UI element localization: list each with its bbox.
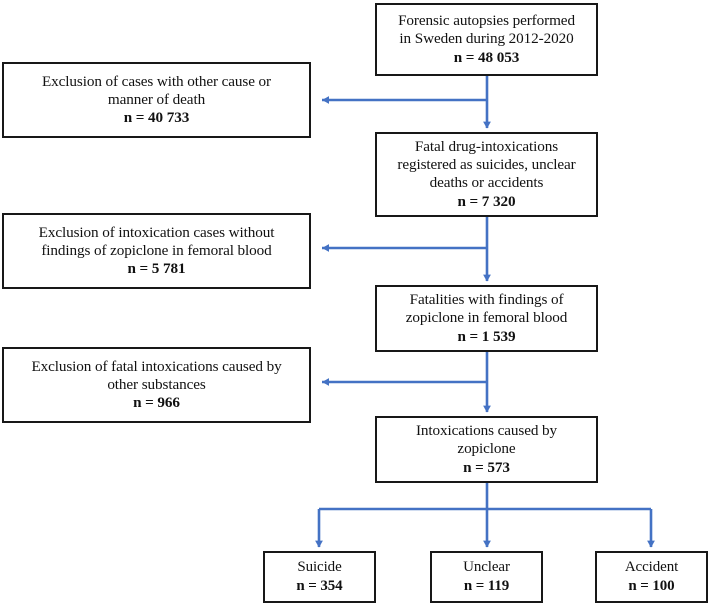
node-autopsies: Forensic autopsies performed in Sweden d… bbox=[375, 3, 598, 76]
node-fatal-drug-intoxications-count: n = 7 320 bbox=[457, 192, 516, 210]
node-suicide-count: n = 354 bbox=[296, 577, 343, 594]
node-accident-count: n = 100 bbox=[628, 577, 675, 594]
node-exclusion-other-substances-count: n = 966 bbox=[133, 394, 180, 412]
node-exclusion-other-substances: Exclusion of fatal intoxications caused … bbox=[2, 347, 311, 423]
node-fatal-drug-intoxications-text: Fatal drug-intoxications registered as s… bbox=[397, 138, 576, 191]
node-zopiclone-intoxications-count: n = 573 bbox=[463, 458, 510, 476]
node-exclusion-no-zopiclone-text: Exclusion of intoxication cases without … bbox=[38, 223, 275, 259]
node-exclusion-other-cause: Exclusion of cases with other cause or m… bbox=[2, 62, 311, 138]
node-unclear-count: n = 119 bbox=[463, 577, 510, 594]
node-zopiclone-findings: Fatalities with findings of zopiclone in… bbox=[375, 285, 598, 352]
node-exclusion-no-zopiclone-count: n = 5 781 bbox=[127, 260, 186, 278]
node-suicide: Suicide n = 354 bbox=[263, 551, 376, 603]
node-accident: Accident n = 100 bbox=[595, 551, 708, 603]
node-exclusion-other-cause-text: Exclusion of cases with other cause or m… bbox=[41, 72, 271, 108]
node-exclusion-no-zopiclone: Exclusion of intoxication cases without … bbox=[2, 213, 311, 289]
node-zopiclone-findings-text: Fatalities with findings of zopiclone in… bbox=[405, 291, 568, 327]
node-zopiclone-findings-count: n = 1 539 bbox=[457, 327, 516, 345]
node-fatal-drug-intoxications: Fatal drug-intoxications registered as s… bbox=[375, 132, 598, 217]
node-exclusion-other-substances-text: Exclusion of fatal intoxications caused … bbox=[31, 357, 282, 393]
node-zopiclone-intoxications: Intoxications caused by zopiclone n = 57… bbox=[375, 416, 598, 483]
node-autopsies-count: n = 48 053 bbox=[453, 48, 520, 66]
node-exclusion-other-cause-count: n = 40 733 bbox=[123, 109, 190, 127]
node-accident-text: Accident bbox=[624, 558, 679, 575]
node-zopiclone-intoxications-text: Intoxications caused by zopiclone bbox=[415, 422, 558, 458]
node-unclear-text: Unclear bbox=[463, 558, 510, 575]
node-unclear: Unclear n = 119 bbox=[430, 551, 543, 603]
node-suicide-text: Suicide bbox=[297, 558, 342, 575]
node-autopsies-text: Forensic autopsies performed in Sweden d… bbox=[398, 12, 575, 48]
